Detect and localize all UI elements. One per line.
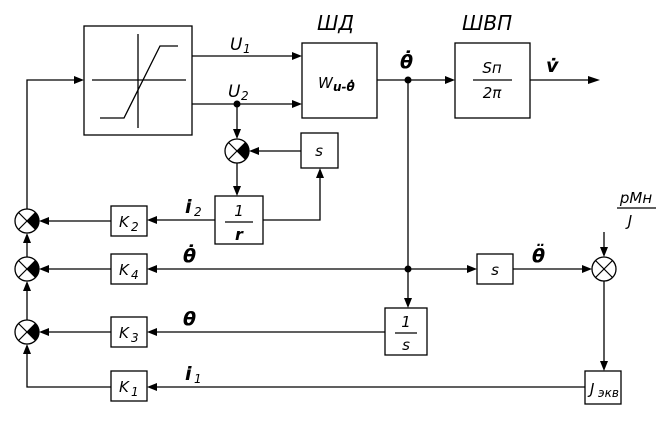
derivative-block-mid: s (476, 253, 514, 285)
derivative-mid-label: s (491, 261, 499, 279)
gain-k2-label: K (119, 213, 130, 231)
signal-i1: i (185, 363, 192, 385)
signal-i2: i (185, 196, 192, 218)
inv-r-block: 1 r (214, 195, 264, 245)
integrator-numerator: 1 (401, 313, 411, 331)
motor-transfer-sub: u-θ̇ (333, 79, 355, 94)
gain-k4-label: K (119, 261, 130, 279)
gain-k1-block: K 1 (110, 370, 148, 402)
sum-junction-left-2 (14, 256, 40, 282)
integrator-denominator: s (402, 336, 410, 354)
gain-k3-label: K (119, 324, 130, 342)
sum-junction-top (224, 138, 250, 164)
motor-transfer-label: W (318, 74, 334, 92)
gain-k2-block: K 2 (110, 205, 148, 237)
header-shd: ШД (317, 11, 354, 35)
inertia-sub: экв (598, 386, 619, 400)
signal-u2-sub: 2 (241, 89, 249, 103)
gain-k1-sub: 1 (131, 385, 139, 399)
sum-junction-right (591, 256, 617, 282)
ballscrew-numerator: Sп (482, 59, 502, 77)
sum-junction-left-1 (14, 208, 40, 234)
sum-junction-left-3 (14, 319, 40, 345)
gain-k2-sub: 2 (131, 220, 139, 234)
inertia-label: J (587, 380, 594, 398)
signal-theta: θ (183, 308, 196, 330)
signal-theta-ddot: θ̈ (532, 243, 545, 267)
derivative-block-top: s (300, 132, 339, 169)
gain-k3-sub: 3 (131, 331, 139, 345)
saturation-block (83, 25, 193, 136)
signal-i2-sub: 2 (194, 205, 202, 219)
inv-r-numerator: 1 (234, 202, 244, 220)
signal-theta-dot-feedback: θ̇ (183, 244, 196, 267)
load-torque-label: pMн J (617, 189, 656, 230)
ballscrew-block: Sп 2π (454, 42, 531, 119)
gain-k3-block: K 3 (110, 316, 148, 348)
derivative-top-label: s (315, 142, 323, 160)
signal-i1-sub: 1 (194, 372, 202, 386)
signal-theta-dot: θ̇ (400, 50, 413, 73)
gain-k1-label: K (119, 378, 130, 396)
motor-block: W u-θ̇ (301, 42, 378, 119)
signal-u1-sub: 1 (243, 42, 251, 56)
gain-k4-sub: 4 (131, 268, 139, 282)
integrator-block: 1 s (384, 307, 428, 356)
inertia-block: J экв (584, 370, 622, 405)
signal-u1: U (230, 35, 243, 55)
gain-k4-block: K 4 (110, 253, 148, 285)
header-shvp: ШВП (462, 11, 512, 35)
inv-r-denominator: r (235, 225, 244, 244)
connections (23, 52, 608, 391)
load-denominator: J (625, 212, 632, 230)
ballscrew-denominator: 2π (483, 84, 503, 102)
load-numerator: pMн (619, 189, 652, 207)
signal-v-dot: v̇ (546, 55, 559, 77)
signal-u2: U (228, 82, 241, 102)
